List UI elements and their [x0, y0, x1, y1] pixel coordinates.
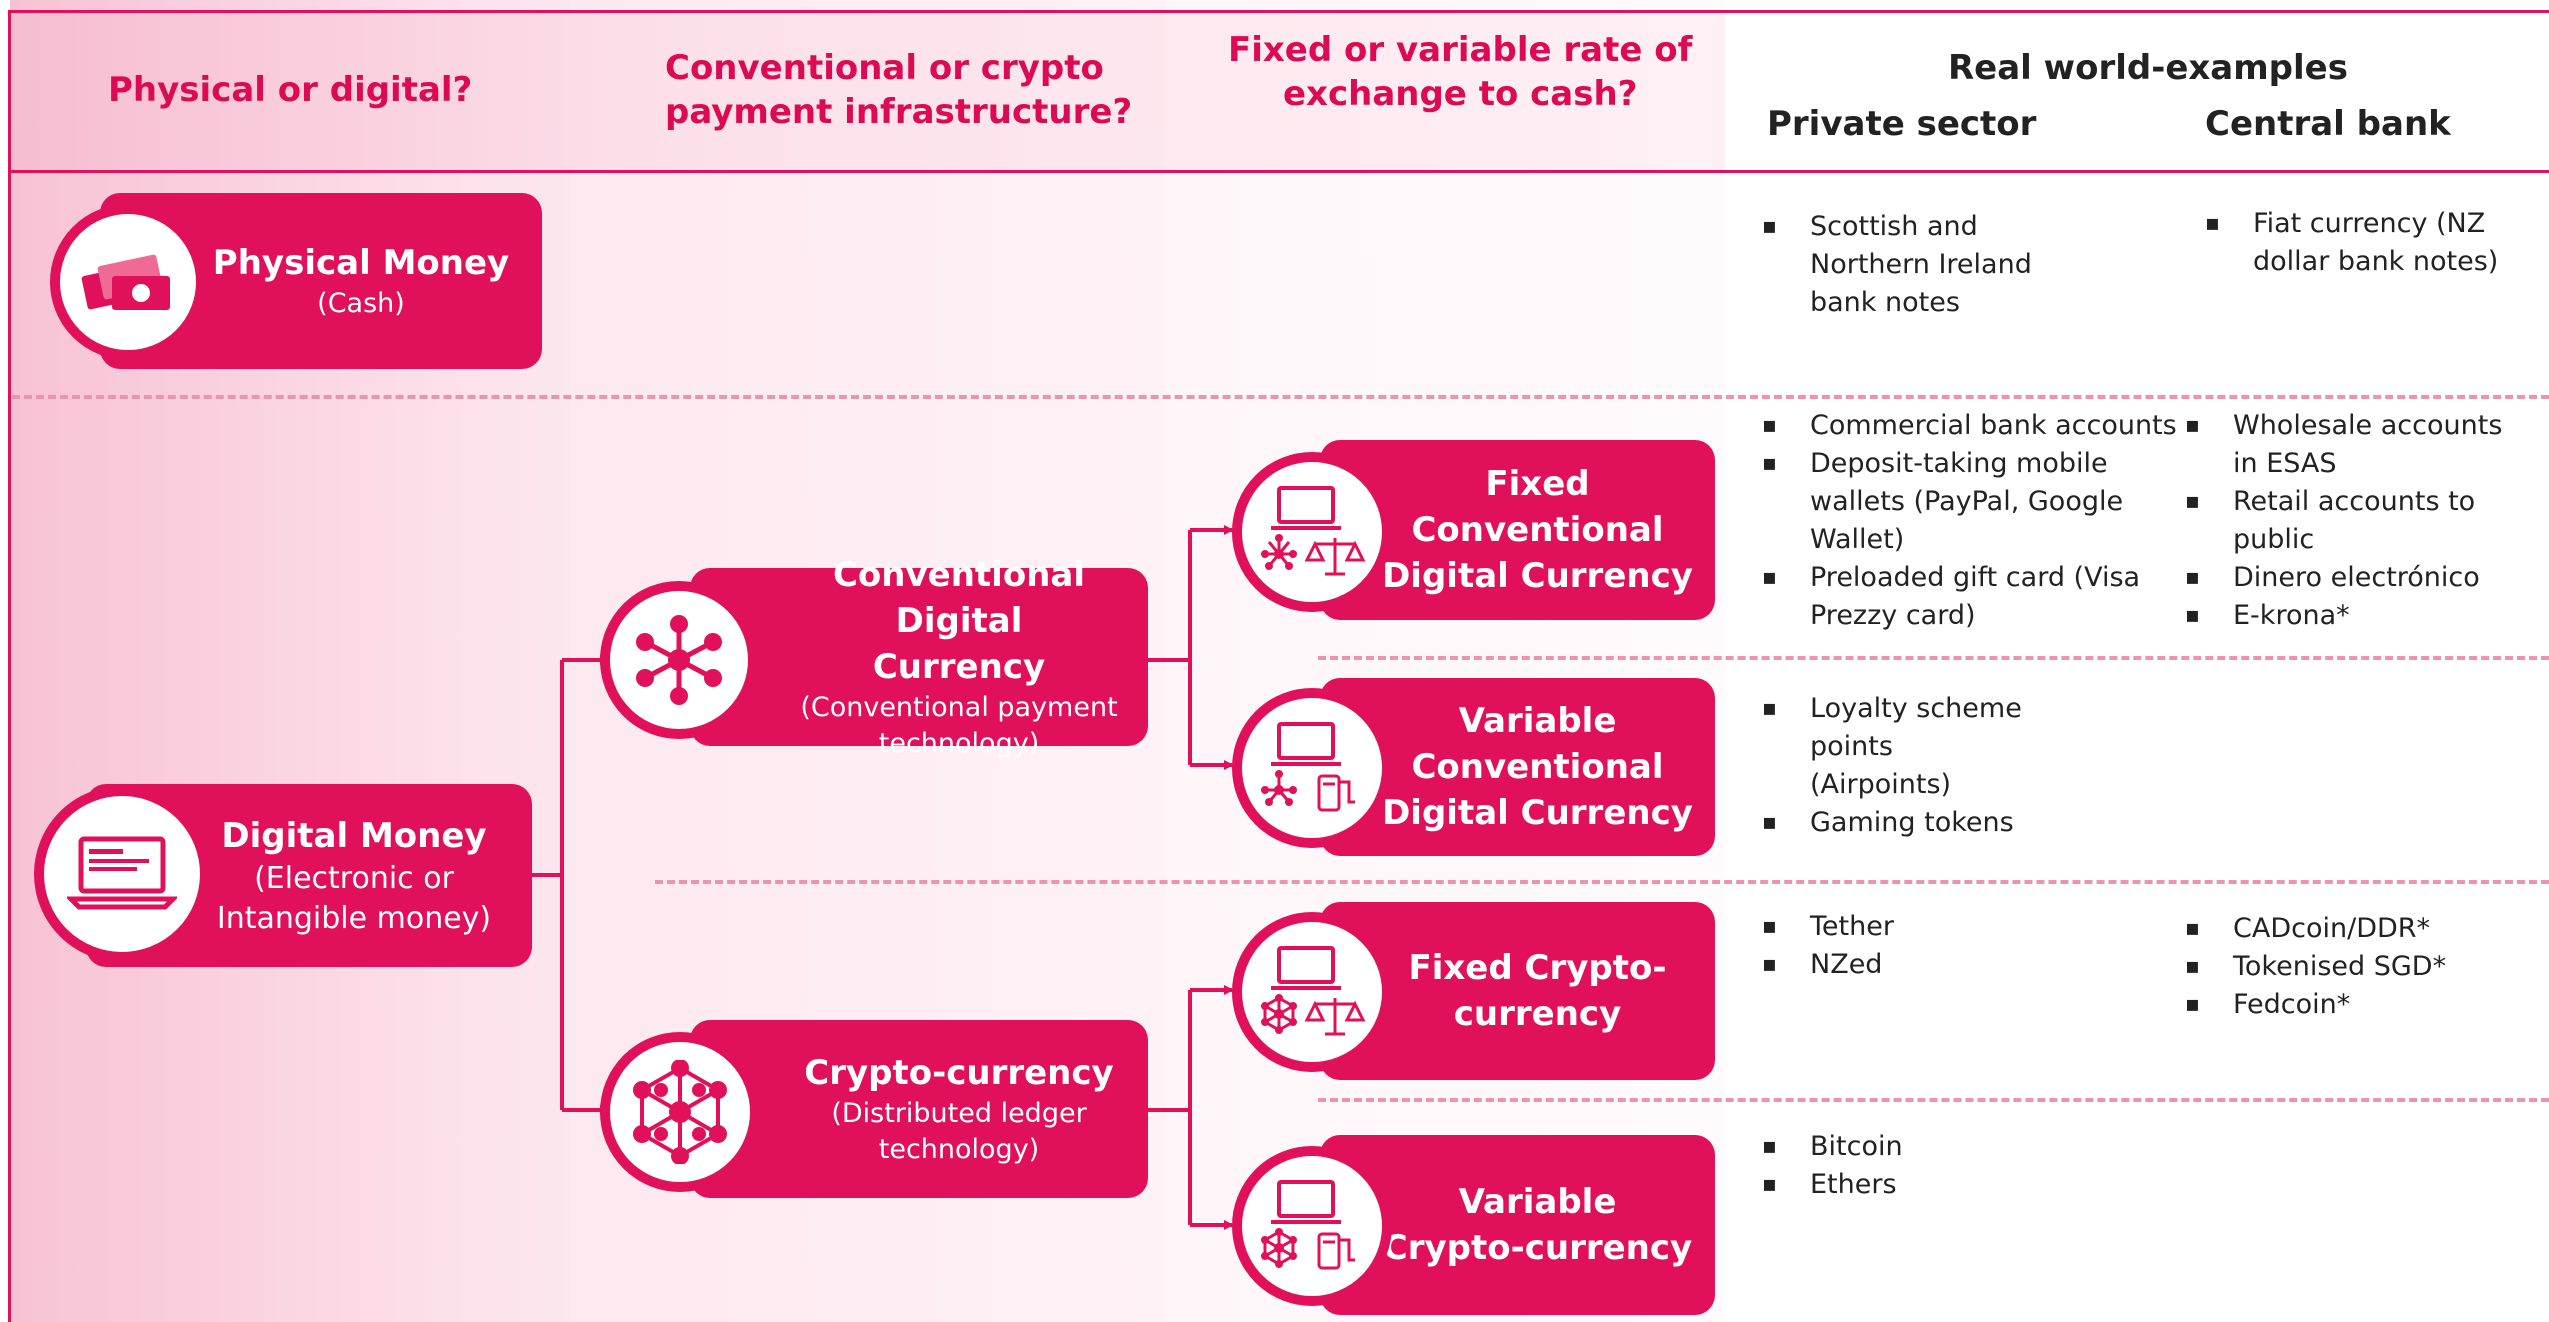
- list-item: Gaming tokens: [1762, 804, 2162, 842]
- pump-icon: [1232, 688, 1392, 848]
- header-physical-or-digital: Physical or digital?: [108, 70, 473, 110]
- list-item: Deposit-taking mobile wallets (PayPal, G…: [1762, 445, 2202, 559]
- list-item: Tether: [1762, 908, 2162, 946]
- physical-money-subtitle: (Cash): [317, 288, 405, 319]
- list-item: Fiat currency (NZ dollar bank notes): [2205, 205, 2545, 281]
- list-item: Loyalty scheme points (Airpoints): [1762, 690, 2162, 804]
- list-item: Retail accounts to public: [2185, 483, 2549, 559]
- list-item: Bitcoin: [1762, 1128, 2162, 1166]
- examples-physical-central: Fiat currency (NZ dollar bank notes): [2205, 205, 2545, 281]
- crypto-currency-box: Crypto-currency (Distributed ledger tech…: [690, 1020, 1148, 1198]
- list-item: Scottish and Northern Ireland bank notes: [1762, 208, 2162, 322]
- list-item: E-krona*: [2185, 597, 2549, 635]
- fixed-crypto-title: Fixed Crypto- currency: [1408, 948, 1667, 1034]
- physical-money-title: Physical Money: [212, 243, 510, 283]
- header-exchange-rate: Fixed or variable rate of exchange to ca…: [1228, 30, 1693, 114]
- conventional-digital-currency-box: Conventional Digital Currency (Conventio…: [690, 555, 1148, 759]
- list-item: Fedcoin*: [2185, 986, 2549, 1024]
- examples-fixed-conventional-central: Wholesale accounts in ESAS Retail accoun…: [2185, 407, 2549, 635]
- header-real-world-examples: Real world-examples: [1948, 48, 2348, 88]
- frame-top-border: [8, 10, 2549, 13]
- conventional-digital-currency-subtitle: (Conventional payment technology): [800, 692, 1118, 759]
- digital-money-subtitle: (Electronic or Intangible money): [216, 860, 492, 936]
- list-item: Ethers: [1762, 1166, 2162, 1204]
- conventional-digital-currency-title: Conventional Digital Currency: [832, 555, 1085, 687]
- row-separator-conv-crypto: [655, 880, 2549, 884]
- header-central-bank: Central bank: [2205, 104, 2451, 144]
- list-item: Tokenised SGD*: [2185, 948, 2549, 986]
- variable-conventional-title: Variable Conventional Digital Currency: [1382, 701, 1693, 833]
- scales-icon: [1232, 912, 1392, 1072]
- fixed-crypto-box: Fixed Crypto- currency: [1320, 902, 1715, 1080]
- row-separator-physical-digital: [12, 395, 2549, 399]
- header-divider: [8, 170, 2549, 173]
- examples-variable-conventional-private: Loyalty scheme points (Airpoints) Gaming…: [1762, 690, 2162, 842]
- list-item: Commercial bank accounts: [1762, 407, 2202, 445]
- list-item: Wholesale accounts in ESAS: [2185, 407, 2549, 483]
- digital-money-title: Digital Money: [221, 815, 487, 856]
- frame-left-border: [8, 10, 11, 1322]
- header-payment-infrastructure: Conventional or crypto payment infrastru…: [665, 48, 1133, 132]
- scales-icon: [1232, 452, 1392, 612]
- crypto-currency-subtitle: (Distributed ledger technology): [831, 1098, 1087, 1165]
- list-item: NZed: [1762, 946, 2162, 984]
- laptop-icon: [34, 786, 210, 962]
- distributed-network-icon: [600, 1032, 760, 1192]
- list-item: Preloaded gift card (Visa Prezzy card): [1762, 559, 2202, 635]
- row-separator-fixed-variable-conv: [1318, 656, 2549, 660]
- crypto-currency-title: Crypto-currency: [804, 1053, 1114, 1093]
- fixed-conventional-title: Fixed Conventional Digital Currency: [1382, 464, 1693, 596]
- cash-icon: [50, 204, 206, 360]
- list-item: CADcoin/DDR*: [2185, 910, 2549, 948]
- list-item: Dinero electrónico: [2185, 559, 2549, 597]
- examples-physical-private: Scottish and Northern Ireland bank notes: [1762, 208, 2162, 322]
- examples-fixed-conventional-private: Commercial bank accounts Deposit-taking …: [1762, 407, 2202, 635]
- examples-variable-crypto-private: Bitcoin Ethers: [1762, 1128, 2162, 1204]
- row-separator-fixed-variable-crypto: [1318, 1098, 2549, 1102]
- examples-fixed-crypto-private: Tether NZed: [1762, 908, 2162, 984]
- network-icon: [600, 581, 758, 739]
- examples-fixed-crypto-central: CADcoin/DDR* Tokenised SGD* Fedcoin*: [2185, 910, 2549, 1024]
- header-band: [11, 13, 1725, 170]
- variable-crypto-title: Variable Crypto-currency: [1382, 1182, 1693, 1268]
- header-private-sector: Private sector: [1767, 104, 2037, 144]
- pump-icon: [1232, 1146, 1392, 1306]
